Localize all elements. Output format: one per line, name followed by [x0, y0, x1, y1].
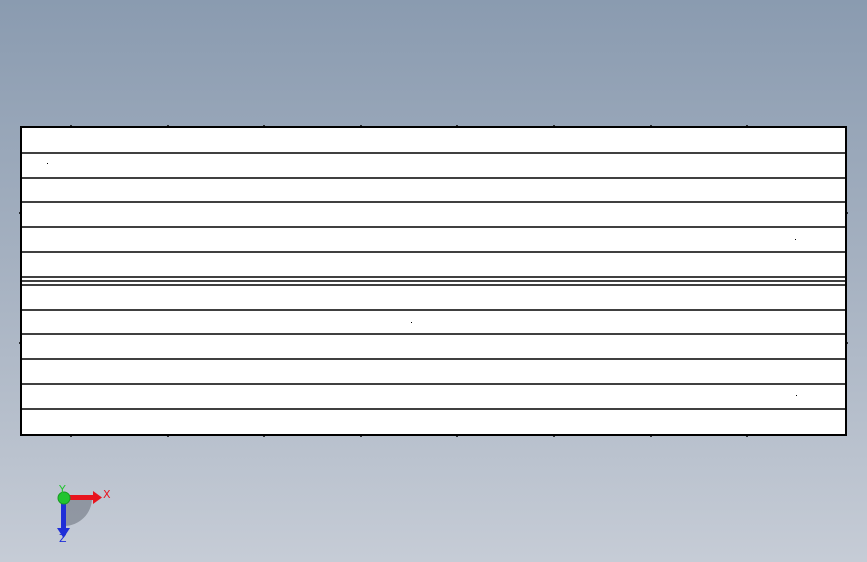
- y-axis-icon: [57, 491, 71, 505]
- y-axis-label: Y: [58, 483, 66, 496]
- point-markers: [47, 163, 797, 396]
- z-axis-label: Z: [59, 532, 67, 545]
- triad-shadow: [64, 498, 92, 526]
- part-edges: [21, 152, 846, 410]
- x-axis-label: X: [103, 488, 111, 501]
- x-axis-icon: [64, 495, 94, 500]
- coordinate-triad: X Y Z: [57, 483, 111, 545]
- z-axis-icon: [61, 499, 66, 529]
- edge-ticks: [19, 125, 848, 437]
